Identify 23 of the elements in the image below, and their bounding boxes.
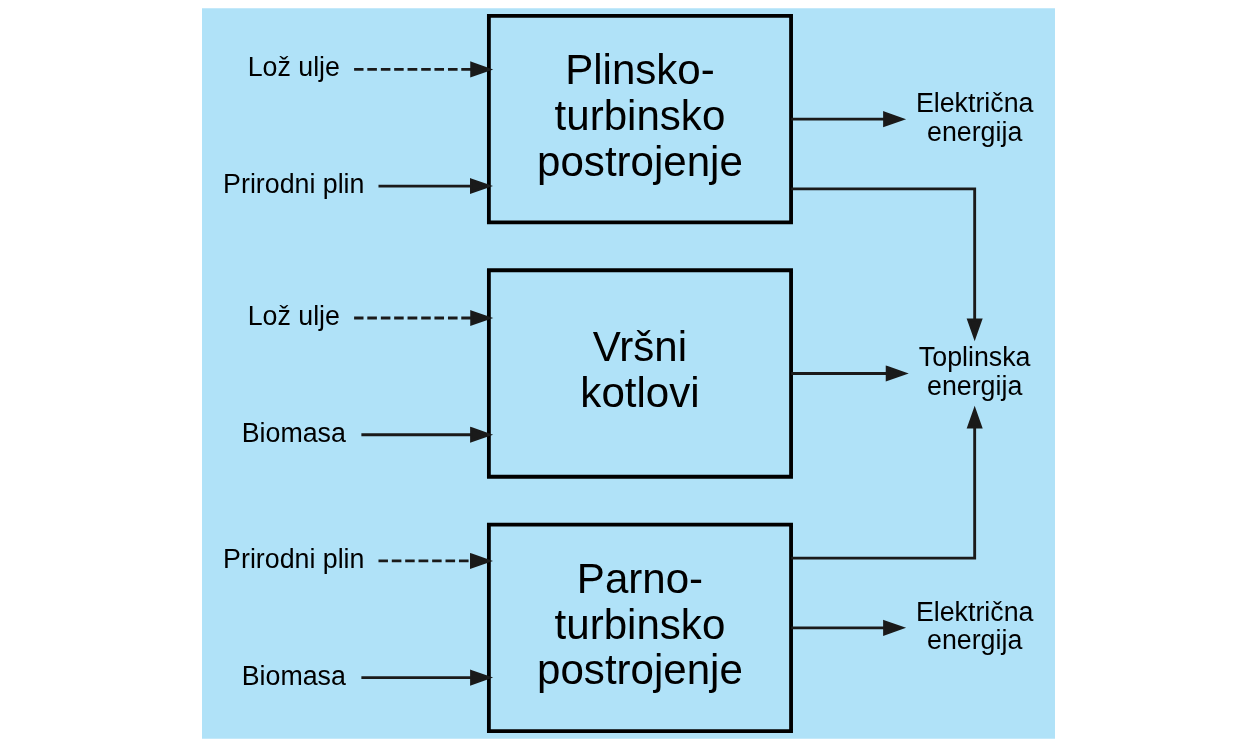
node-text: Biomasa	[241, 417, 346, 448]
node-text: Lož ulje	[247, 301, 340, 332]
node-box: Plinsko- turbinsko postrojenje	[486, 13, 793, 225]
arrow	[354, 61, 494, 78]
arrow	[354, 310, 494, 327]
arrow	[378, 552, 493, 569]
arrow	[361, 669, 494, 686]
arrow	[791, 187, 983, 342]
arrow	[791, 405, 983, 560]
node-text: Električna energija	[915, 87, 1034, 147]
arrow	[791, 619, 907, 636]
arrow	[791, 365, 909, 382]
arrow	[361, 426, 494, 443]
node-text: Prirodni plin	[223, 544, 365, 575]
node-text: Električna energija	[915, 596, 1034, 656]
arrow	[378, 178, 493, 195]
node-box: Vršni kotlovi	[486, 268, 793, 479]
node-text: Lož ulje	[247, 52, 340, 83]
node-text: Prirodni plin	[223, 169, 365, 200]
node-text: Biomasa	[241, 660, 346, 691]
node-text: Toplinska energija	[918, 342, 1031, 401]
node-box: Parno- turbinsko postrojenje	[486, 522, 793, 734]
arrow	[791, 111, 907, 128]
